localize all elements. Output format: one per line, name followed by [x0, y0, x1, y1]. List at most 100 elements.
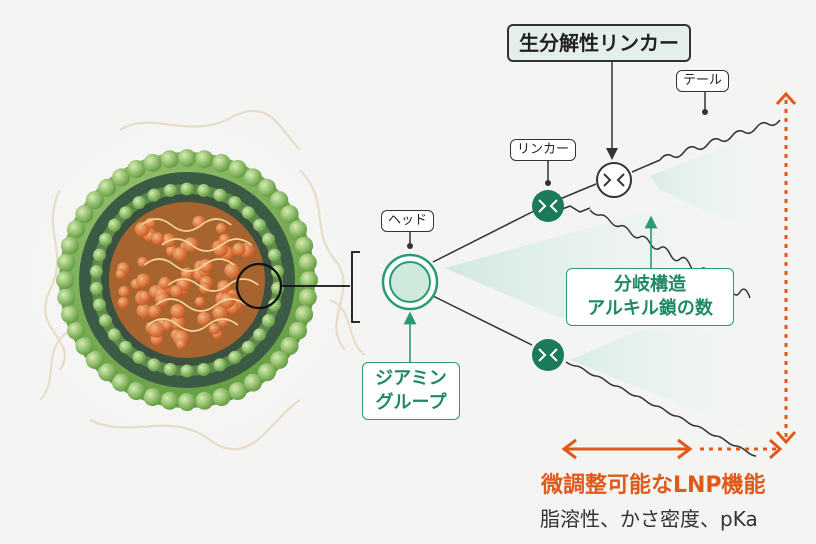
lipid-head-bead: [143, 388, 162, 407]
inner-lipid-bead: [241, 206, 255, 220]
lipid-head-bead: [298, 253, 317, 272]
inner-lipid-bead: [99, 232, 112, 246]
lipid-head-bead: [98, 363, 117, 382]
lipid-head-bead: [289, 220, 307, 239]
wedge-lower: [570, 330, 770, 440]
inner-lipid-bead: [180, 364, 194, 378]
core-particle: [115, 268, 126, 280]
core-particle: [148, 322, 165, 338]
biodegradable-linker-node: [596, 162, 632, 198]
inner-lipid-bead: [228, 350, 242, 364]
inner-lipid-bead: [99, 314, 112, 328]
core-particle: [158, 276, 171, 290]
inner-lipid-bead: [93, 298, 106, 312]
inner-lipid-bead: [262, 314, 275, 328]
inner-lipid-bead: [253, 328, 267, 342]
lipid-head-bead: [295, 236, 314, 255]
inner-lipid-bead: [132, 350, 146, 364]
core-particle: [197, 311, 212, 326]
linker-label: リンカー: [510, 139, 577, 161]
core-particle: [117, 296, 130, 309]
lipid-heads: [56, 149, 318, 411]
tunable-arrows: [561, 91, 797, 460]
lipid-head-bead: [280, 205, 299, 223]
lipid-head-bead: [228, 382, 247, 400]
inner-lipid-bead: [180, 182, 194, 196]
lipid-head-bead: [300, 271, 318, 289]
mrna-strand: [161, 238, 253, 252]
lipid-head-bead: [257, 178, 276, 197]
mrna-strand: [143, 258, 235, 272]
tunable-title: 微調整可能なLNP機能: [541, 473, 766, 498]
lipid-head-bead: [289, 321, 307, 340]
mrna-strand: [155, 298, 247, 312]
lipid-head-bead: [127, 160, 146, 178]
inner-lipid-bead: [89, 265, 103, 279]
mrna-strand: [147, 318, 239, 332]
lipid-head-bead: [67, 321, 85, 340]
lipid-head-bead: [67, 220, 85, 239]
core-particle: [172, 247, 187, 262]
core-particle: [148, 304, 162, 318]
core-particle: [138, 291, 151, 303]
inner-lipid-bead: [147, 358, 161, 372]
core-particle: [170, 303, 186, 319]
branch-structure-box: 分岐構造 アルキル鎖の数: [566, 268, 734, 326]
core-particle: [162, 320, 173, 331]
inner-lipid-bead: [89, 281, 103, 295]
core-particles: [115, 215, 259, 350]
lipid-head-bead: [244, 168, 262, 187]
lipid-head-bead: [178, 149, 196, 167]
inner-lipid-bead: [132, 196, 146, 210]
core-particle: [170, 284, 183, 298]
inner-lipid-bead: [93, 248, 106, 262]
lipid-head-bead: [298, 288, 317, 307]
lipid-head-bead: [98, 178, 117, 197]
mrna-strand: [167, 278, 259, 292]
lipid-head-bead: [143, 153, 162, 172]
inner-lipid-bead: [268, 298, 281, 312]
inner-lipid-bead: [197, 184, 211, 197]
lipid-head-bead: [75, 205, 94, 223]
diamine-group-box: ジアミン グループ: [362, 362, 460, 420]
lipid-head-bead: [212, 153, 231, 172]
lipid-head-bead: [160, 391, 179, 410]
lipid-head-bead: [295, 305, 314, 324]
inner-lipid-bead: [147, 188, 161, 202]
core-particle: [224, 262, 240, 279]
lipid-head-bead: [75, 337, 94, 355]
lipid-head-bead: [244, 373, 262, 392]
inner-lipid-bead: [213, 188, 227, 202]
lipid-head-bead: [195, 150, 214, 169]
inner-lipid-bead: [197, 363, 211, 376]
core-particle: [213, 242, 228, 257]
inner-lipid-bead: [107, 328, 121, 342]
lipid-head-bead: [212, 388, 231, 407]
core-particle: [136, 273, 151, 288]
core-particle: [219, 292, 236, 309]
inner-lipid-bead: [241, 340, 255, 354]
tunable-subtitle: 脂溶性、かさ密度、pKa: [540, 507, 758, 531]
mrna-strand: [140, 218, 232, 232]
bracket: [351, 251, 360, 323]
inner-lipid-bead: [213, 358, 227, 372]
core-particle: [208, 323, 220, 335]
core-particle: [212, 305, 228, 321]
head-inner: [389, 261, 431, 303]
diamine-line2: グループ: [375, 392, 447, 413]
core-particle: [217, 280, 231, 294]
lipid-head-bead: [195, 391, 214, 410]
core-particle: [232, 242, 246, 256]
lipid-head-bead: [60, 236, 79, 255]
inner-lipid-bead: [163, 363, 177, 376]
lipid-head-bead: [178, 393, 196, 411]
inner-lipid-bead: [163, 184, 177, 197]
lipid-head-bead: [228, 160, 247, 178]
branch-line2: アルキル鎖の数: [587, 298, 713, 319]
inner-lipid-bead: [253, 218, 267, 232]
tail-label: テール: [676, 70, 730, 92]
core-particle: [151, 232, 164, 245]
core-particle: [194, 296, 205, 307]
